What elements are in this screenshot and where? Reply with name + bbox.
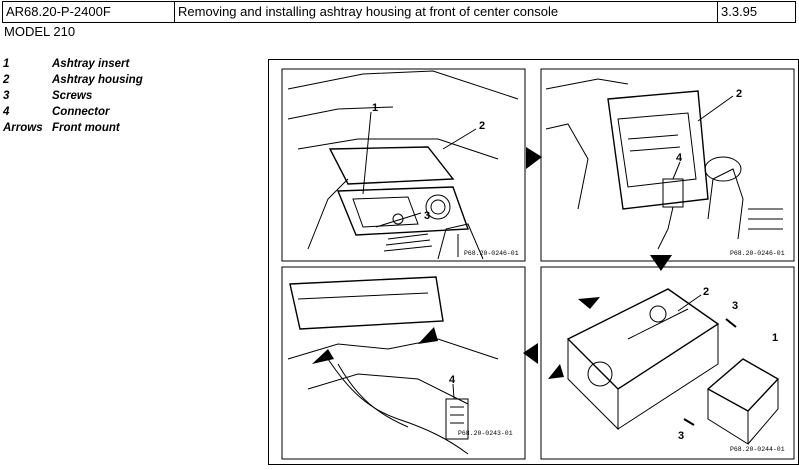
legend-text: Connector [52,106,110,118]
panel-1: 1 2 3 P68.20-0246-01 [281,68,526,262]
arrow-mount-icon [418,327,438,344]
legend: 1 Ashtray insert 2 Ashtray housing 3 Screws… [3,56,143,136]
legend-item: 2 Ashtray housing [3,72,143,88]
leader-4b [452,383,455,400]
model-label: MODEL 210 [4,24,76,39]
legend-key: 4 [3,106,10,118]
legend-item: 3 Screws [3,88,143,104]
panel-1-frame [281,68,526,262]
legend-key: 3 [3,90,10,102]
callout-p4-3a: 3 [732,300,738,312]
installation-figure: 1 2 3 P68.20-0246-01 2 4 P68.20-0246-01 [268,59,799,465]
panel-3-frame [281,266,526,460]
callout-p2-2: 2 [736,88,742,100]
legend-item: 1 Ashtray insert [3,56,143,72]
legend-text: Ashtray insert [52,58,130,70]
panel-4-frame [540,266,795,460]
callout-p1-1: 1 [372,102,378,114]
legend-text: Ashtray housing [52,74,143,86]
legend-key: 1 [3,58,10,70]
doc-number: AR68.20-P-2400F [3,2,175,22]
arrow-mount-icon [578,297,600,309]
panel-3: 4 P68.20-0243-01 [281,266,526,460]
callout-p1-2: 2 [479,120,485,132]
panel-2: 2 4 P68.20-0246-01 [540,68,795,262]
callout-p1-3: 3 [424,210,430,222]
panel-2-code: P68.20-0246-01 [730,250,785,257]
doc-title: Removing and installing ashtray housing … [175,2,718,22]
leader-2c [677,294,702,312]
figure-frame [268,59,799,465]
header-table: AR68.20-P-2400F Removing and installing … [2,1,796,23]
arrow-down-icon [650,255,672,271]
panel-1-code: P68.20-0246-01 [464,250,519,257]
legend-item: 4 Connector [3,104,143,120]
arrow-mount-icon [312,349,334,364]
panel-4: 2 3 1 3 P68.20-0244-01 [540,266,795,460]
legend-item: Arrows Front mount [3,120,143,136]
leader-1 [362,111,372,195]
panel-4-code: P68.20-0244-01 [730,446,785,453]
leader-2b [697,95,734,122]
callout-p4-3b: 3 [678,430,684,442]
legend-text: Front mount [52,122,120,134]
leader-4 [672,161,681,180]
arrow-mount-icon [548,364,564,379]
arrow-left-icon [523,343,538,364]
panel-3-code: P68.20-0243-01 [458,430,513,437]
arrow-right-icon [526,147,542,169]
legend-text: Screws [52,90,93,102]
leader-3 [375,212,422,228]
callout-p3-4: 4 [449,374,456,386]
callout-p2-4: 4 [676,152,683,164]
legend-key: Arrows [3,122,43,134]
legend-key: 2 [3,74,10,86]
leader-2 [442,128,477,150]
callout-p4-2: 2 [703,286,709,298]
panel-2-frame [540,68,795,262]
callout-p4-1: 1 [772,332,778,344]
doc-date: 3.3.95 [721,4,758,19]
